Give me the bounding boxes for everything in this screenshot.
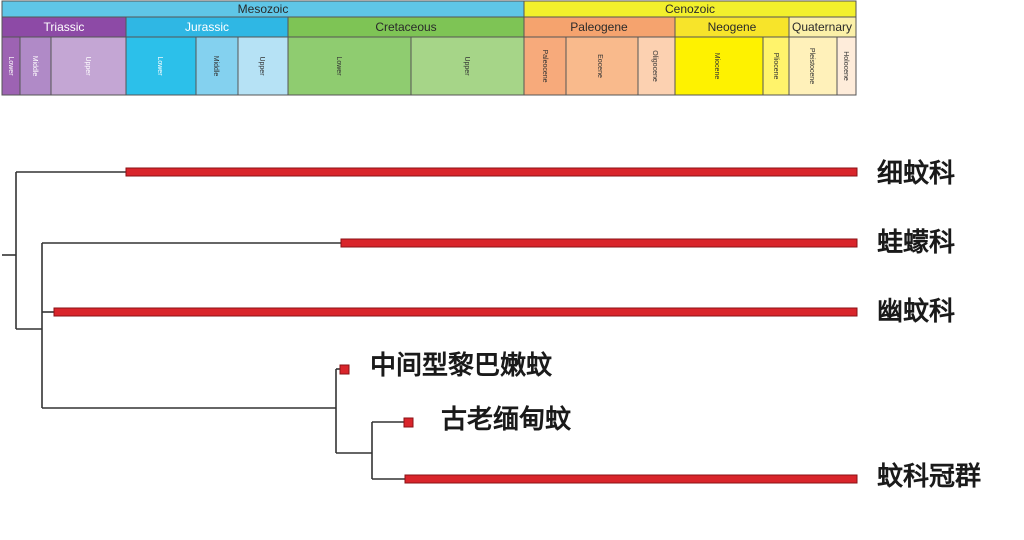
epoch-cell (237, 36, 289, 96)
fossil-point (339, 364, 350, 375)
taxon-label: 幽蚊科 (877, 296, 955, 327)
era-row: Mesozoic Cenozoic (1, 0, 857, 18)
taxon-label: 中间型黎巴嫩蚊 (370, 350, 553, 381)
taxon-label: 古老缅甸蚊 (441, 404, 572, 435)
period-label: Cretaceous (375, 20, 436, 34)
taxon-label: 细蚊科 (877, 158, 955, 189)
epoch-label: Oligocene (651, 50, 658, 82)
epoch-label: Pleistocene (808, 48, 815, 84)
epoch-cell (836, 36, 857, 96)
tree-branches (2, 171, 405, 480)
range-bar (125, 167, 858, 177)
epoch-cell (19, 36, 52, 96)
epoch-cell (287, 36, 412, 96)
epoch-cell (788, 36, 838, 96)
era-label: Mesozoic (238, 2, 289, 16)
geologic-timescale: Mesozoic Cenozoic Triassic Jurassic Cret… (1, 0, 857, 96)
epoch-label: Eocene (596, 54, 603, 78)
epoch-label: Middle (31, 56, 38, 77)
epoch-cell (565, 36, 639, 96)
epoch-label: Lower (7, 56, 14, 76)
epoch-cell (674, 36, 764, 96)
period-label: Jurassic (185, 20, 229, 34)
epoch-row: Lower Middle Upper Lower Middle Upper Lo… (1, 36, 857, 96)
taxon-label: 蛙蠓科 (877, 228, 955, 258)
epoch-cell (50, 36, 127, 96)
epoch-label: Pliocene (772, 53, 779, 80)
epoch-label: Lower (156, 56, 163, 76)
epoch-label: Miocene (713, 53, 720, 80)
era-label: Cenozoic (665, 2, 715, 16)
lineage-ranges (53, 167, 858, 484)
epoch-label: Lower (335, 56, 342, 76)
epoch-cell (125, 36, 197, 96)
range-bar (340, 238, 858, 248)
fossil-point (403, 417, 414, 428)
epoch-label: Middle (212, 56, 219, 77)
epoch-label: Paleocene (541, 49, 548, 82)
period-row: Triassic Jurassic Cretaceous Paleogene N… (1, 16, 857, 38)
epoch-label: Upper (84, 56, 91, 76)
period-label: Neogene (708, 20, 757, 34)
range-bar (404, 474, 858, 484)
period-label: Paleogene (570, 20, 628, 34)
period-label: Quaternary (792, 20, 852, 34)
period-label: Triassic (44, 20, 85, 34)
taxon-labels: 细蚊科 蛙蠓科 幽蚊科 中间型黎巴嫩蚊 古老缅甸蚊 蚊科冠群 (370, 158, 981, 492)
range-bar (53, 307, 858, 317)
epoch-cell (637, 36, 676, 96)
epoch-cell (410, 36, 525, 96)
epoch-label: Holocene (842, 51, 849, 81)
epoch-label: Upper (258, 56, 265, 76)
taxon-label: 蚊科冠群 (877, 461, 981, 492)
epoch-label: Upper (463, 56, 470, 76)
